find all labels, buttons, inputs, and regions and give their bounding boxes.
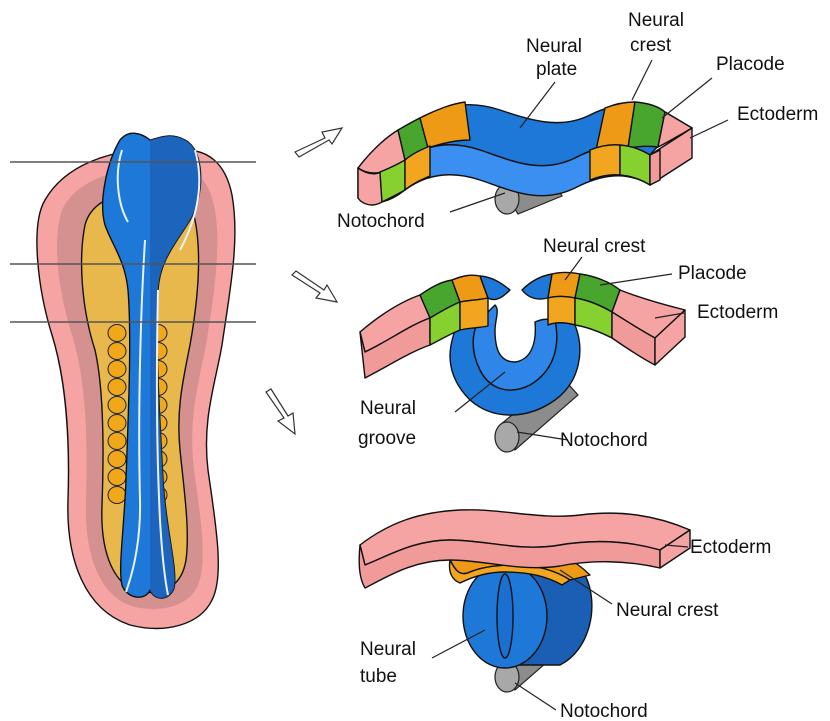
cross-section-neural-plate: [358, 102, 692, 214]
label-neural-groove-line2: groove: [358, 428, 416, 449]
groove-blue-right-top: [522, 274, 552, 299]
somite: [108, 415, 126, 432]
embryo-dorsal-view: [10, 133, 256, 628]
arrow-to-bottom-section: [266, 389, 295, 434]
somite: [108, 433, 126, 450]
label-neural-tube-line1: Neural: [360, 639, 416, 660]
label-top-neural-crest-line2: crest: [630, 35, 672, 56]
somite: [108, 397, 126, 414]
top-front-ectoderm-left: [358, 168, 382, 205]
somite: [108, 325, 126, 342]
label-top-ectoderm: Ectoderm: [737, 104, 818, 125]
groove-crest-left-front: [460, 298, 488, 330]
somite: [108, 487, 126, 504]
label-top-placode: Placode: [716, 54, 785, 75]
label-mid-ectoderm: Ectoderm: [697, 302, 778, 323]
neural-tube-lumen: [497, 574, 513, 658]
arrow-to-middle-section: [292, 271, 337, 302]
label-top-neural-crest-line1: Neural: [628, 10, 684, 31]
somite: [108, 451, 126, 468]
label-bottom-notochord: Notochord: [560, 701, 648, 721]
groove-crest-right-front: [548, 297, 575, 326]
somite: [108, 469, 126, 486]
label-neural-plate-line2: plate: [536, 59, 577, 80]
label-mid-placode: Placode: [678, 263, 747, 284]
somite: [108, 343, 126, 360]
label-mid-neural-crest: Neural crest: [543, 236, 646, 257]
label-neural-tube-line2: tube: [360, 666, 397, 687]
label-top-notochord: Notochord: [337, 211, 425, 232]
top-end-block-right-front: [650, 150, 660, 185]
arrow-to-top-section: [295, 128, 342, 157]
cross-section-neural-groove: [360, 273, 685, 453]
label-bottom-neural-crest: Neural crest: [616, 600, 719, 621]
top-front-crest-right: [590, 145, 620, 180]
label-neural-groove-line1: Neural: [360, 398, 416, 419]
label-bottom-ectoderm: Ectoderm: [690, 537, 771, 558]
somite: [108, 361, 126, 378]
label-neural-plate-line1: Neural: [526, 36, 582, 57]
label-mid-notochord: Notochord: [560, 430, 648, 451]
somite: [108, 379, 126, 396]
